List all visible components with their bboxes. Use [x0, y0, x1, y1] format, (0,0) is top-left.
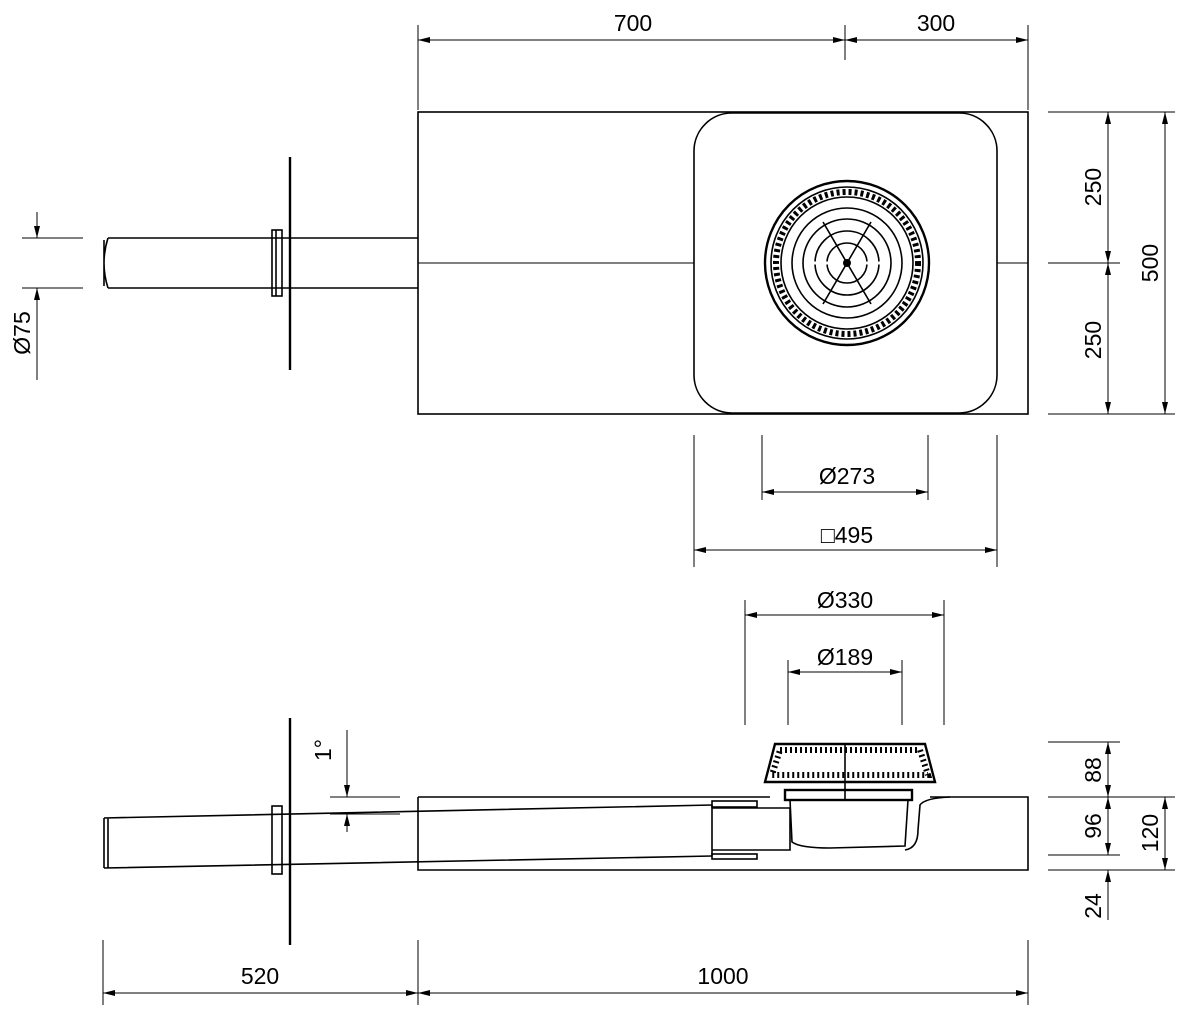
flange-square	[693, 112, 998, 414]
dim-1000: 1000	[697, 963, 748, 989]
dim-24: 24	[1080, 893, 1106, 919]
side-view: Ø330 Ø189 1°	[102, 587, 1175, 1005]
dim-grate-diameter: Ø273	[819, 463, 875, 489]
grate-side-icon	[763, 742, 951, 851]
dim-250-bottom: 250	[1080, 321, 1106, 359]
dim-slope: 1°	[310, 739, 336, 761]
dimension-lines-pipe	[22, 212, 83, 380]
dimension-lines-length	[102, 940, 1029, 1005]
dim-300: 300	[917, 10, 955, 36]
dim-700: 700	[614, 10, 652, 36]
dimension-lines-bottom	[693, 435, 998, 567]
dimension-lines-top	[417, 25, 1029, 110]
dimension-lines-grate	[744, 600, 945, 725]
outlet-pipe-side	[103, 718, 791, 945]
dim-250-top: 250	[1080, 168, 1106, 206]
grate-top-icon	[763, 179, 931, 347]
outlet-pipe	[103, 157, 418, 370]
dim-grate-outer: Ø330	[817, 587, 873, 613]
dimension-lines-slope	[330, 730, 400, 832]
pipe-flange-side	[271, 805, 283, 875]
dim-grate-inner: Ø189	[817, 644, 873, 670]
dim-500: 500	[1137, 244, 1163, 282]
dim-120: 120	[1137, 814, 1163, 852]
top-view: 700 300 250 250 500 Ø75 Ø273	[9, 10, 1175, 567]
dim-88: 88	[1080, 757, 1106, 783]
dimension-lines-right	[1048, 111, 1175, 415]
pipe-flange	[271, 229, 283, 297]
dim-flange-square: □495	[821, 522, 873, 548]
dim-pipe-diameter: Ø75	[9, 311, 35, 354]
drain-body-side	[417, 796, 1029, 871]
dim-96: 96	[1080, 813, 1106, 839]
dim-520: 520	[241, 963, 279, 989]
dimension-lines-height	[1048, 741, 1175, 920]
